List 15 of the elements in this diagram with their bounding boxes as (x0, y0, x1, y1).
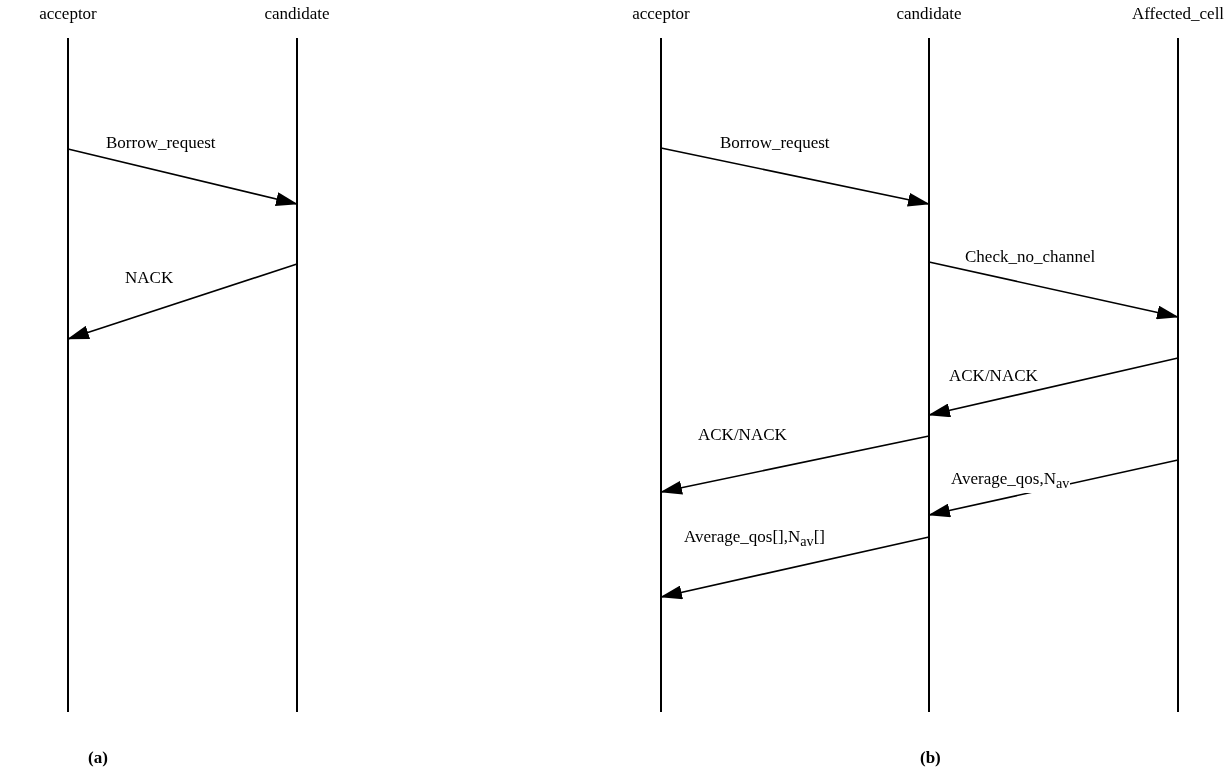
lifeline-label: candidate (895, 4, 963, 24)
message-arrow (928, 357, 1179, 418)
message-arrow (67, 263, 298, 340)
message-arrow (67, 148, 298, 206)
panel-label: (b) (920, 748, 941, 768)
message-arrow (660, 536, 930, 600)
message-arrow (660, 147, 930, 207)
lifeline-label: acceptor (38, 4, 98, 24)
message-arrow (928, 261, 1179, 320)
message-label: Check_no_channel (964, 247, 1097, 267)
lifeline-label: Affected_cell (1130, 4, 1226, 24)
lifeline-label: candidate (263, 4, 331, 24)
panel-label: (a) (88, 748, 108, 768)
lifeline-label: acceptor (631, 4, 691, 24)
message-arrow (660, 435, 930, 495)
